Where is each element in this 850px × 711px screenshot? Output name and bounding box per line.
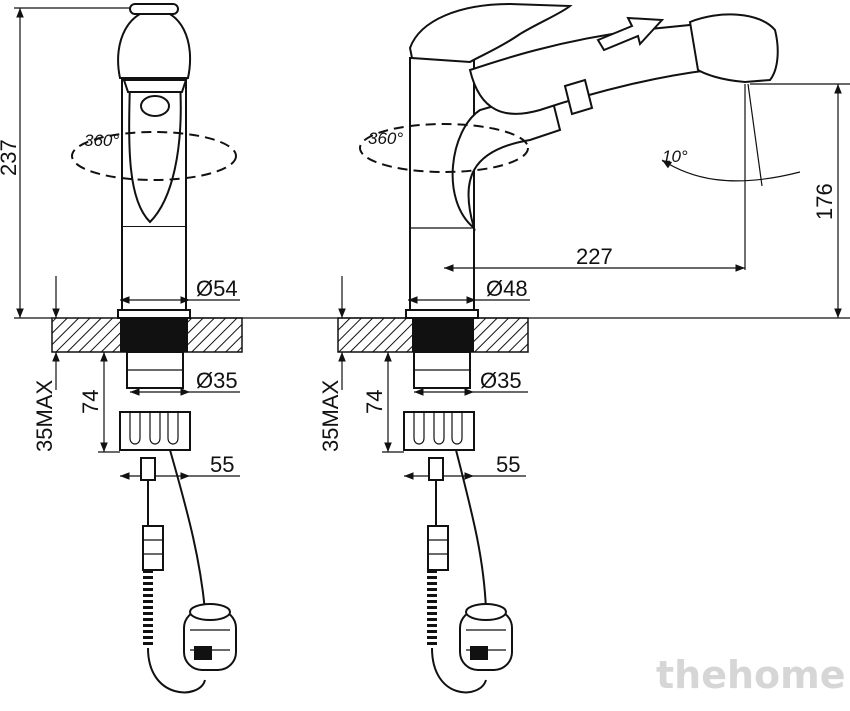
hose-connector-right [428, 457, 444, 481]
shower-hose-left [147, 647, 206, 694]
shower-hose-up-right [455, 449, 487, 611]
nut-slot-right-2 [433, 412, 445, 445]
shank-hole-left [120, 318, 188, 352]
nut-slot-left-1 [129, 412, 141, 445]
nut-slot-left-2 [149, 412, 161, 445]
front-view: 360° 237 Ø54 Ø35 55 74 35MAX [0, 3, 243, 694]
shank-diameter-label-right: Ø35 [480, 368, 522, 393]
shower-hose-right [431, 647, 487, 694]
spray-angle-label: 10° [662, 147, 688, 166]
lever-handle-left [117, 8, 192, 79]
pullout-spray-head [688, 13, 779, 84]
nut-slot-right-3 [451, 412, 463, 445]
spout-ring-right [563, 78, 594, 116]
hose-weight-top-left [189, 603, 231, 621]
reach-label: 227 [576, 244, 613, 269]
faucet-column-left [121, 225, 187, 311]
hose-connector-left [140, 457, 156, 481]
shank-length-label-right: 74 [362, 390, 387, 414]
rotation-label-right: 360° [368, 129, 403, 148]
brand-badge-left [194, 646, 212, 660]
base-plate-left [117, 309, 191, 319]
rotation-ellipse-right [359, 123, 529, 173]
nut-slot-left-3 [167, 412, 179, 445]
nut-width-label-right: 55 [496, 452, 520, 477]
spray-head-left [140, 95, 170, 117]
spout-arm-right [468, 22, 712, 115]
nut-width-label-left: 55 [210, 452, 234, 477]
base-plate-right [405, 309, 479, 319]
shank-diameter-label-left: Ø35 [196, 368, 238, 393]
height-total-label: 237 [0, 139, 21, 176]
hose-weight-top-right [465, 603, 507, 621]
pullout-direction-arrow [596, 16, 665, 52]
hose-fitting-left [142, 525, 164, 571]
mounting-nut-left [119, 411, 191, 451]
countertop-max-label-left: 35MAX [32, 380, 57, 452]
watermark-logo: thehome [656, 653, 846, 697]
brand-badge-right [470, 646, 488, 660]
spray-angle-arc [661, 159, 801, 182]
side-view: 360° 10° 176 227 Ø48 Ø35 55 [190, 2, 850, 694]
base-diameter-label-right: Ø48 [486, 276, 528, 301]
nut-slot-right-1 [413, 412, 425, 445]
countertop-max-label-right: 35MAX [318, 380, 343, 452]
lever-handle-right [408, 2, 573, 64]
rotation-ellipse-left [71, 131, 237, 181]
hose-fitting-right [427, 525, 449, 571]
shank-length-label-left: 74 [78, 390, 103, 414]
aerator-left [122, 79, 188, 93]
shank-hole-right [412, 318, 474, 352]
handle-cap-left [129, 3, 179, 15]
rotation-label-left: 360° [84, 131, 119, 150]
shower-hose-up-left [169, 449, 206, 611]
spout-front-left [128, 81, 182, 224]
mounting-nut-right [403, 411, 475, 451]
base-diameter-label-left: Ø54 [196, 276, 238, 301]
spout-height-label: 176 [812, 183, 837, 220]
spray-angle-line [747, 83, 763, 187]
